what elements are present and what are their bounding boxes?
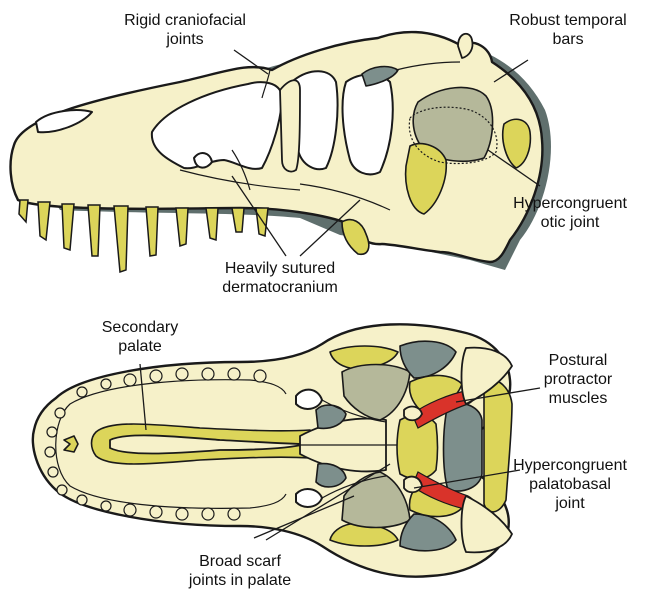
label-line: Heavily sutured [195, 259, 365, 278]
tooth [232, 208, 244, 232]
label-line: Postural [520, 351, 636, 370]
label-line: otic joint [500, 213, 640, 232]
infratemporal-fenestra [343, 75, 393, 175]
tooth [62, 204, 74, 250]
tooth-socket [228, 508, 240, 520]
tooth-socket [77, 387, 87, 397]
tooth [176, 208, 188, 246]
tooth-socket [228, 368, 240, 380]
label-hypercongruent-otic-joint: Hypercongruent otic joint [500, 194, 640, 232]
tooth-socket [176, 368, 188, 380]
tooth-socket [45, 447, 55, 457]
tooth [206, 208, 218, 240]
tooth [88, 205, 100, 256]
tooth-socket [150, 506, 162, 518]
palatal-skull [33, 324, 512, 576]
label-line: Secondary [80, 318, 200, 337]
tooth-socket [101, 501, 111, 511]
label-hypercongruent-palatobasal-joint: Hypercongruent palatobasal joint [500, 456, 640, 513]
label-line: palatobasal [500, 475, 640, 494]
tooth-socket [202, 508, 214, 520]
tooth-socket [124, 504, 136, 516]
label-line: muscles [520, 389, 636, 408]
tooth-socket [176, 508, 188, 520]
tooth-socket [57, 485, 67, 495]
tooth-socket [202, 368, 214, 380]
label-line: Hypercongruent [500, 456, 640, 475]
suborbital-fenestra-upper [296, 390, 322, 409]
label-robust-temporal-bars: Robust temporal bars [498, 11, 638, 49]
tooth-socket [77, 495, 87, 505]
maxillary-fenestra [194, 153, 212, 168]
lacrimal-bar [280, 80, 300, 171]
label-line: joints [110, 30, 260, 49]
tooth-socket [48, 467, 58, 477]
label-heavily-sutured-dermatocranium: Heavily sutured dermatocranium [195, 259, 365, 297]
lateral-skull [11, 32, 551, 272]
tooth-socket [47, 427, 57, 437]
tooth-socket [124, 374, 136, 386]
tooth-socket [101, 379, 111, 389]
tooth [146, 207, 158, 256]
label-line: dermatocranium [195, 278, 365, 297]
label-line: palate [80, 337, 200, 356]
label-line: protractor [520, 370, 636, 389]
label-broad-scarf-joints: Broad scarf joints in palate [165, 552, 315, 590]
label-secondary-palate: Secondary palate [80, 318, 200, 356]
label-line: Broad scarf [165, 552, 315, 571]
label-rigid-craniofacial-joints: Rigid craniofacial joints [110, 11, 260, 49]
label-line: joint [500, 494, 640, 513]
label-line: Robust temporal [498, 11, 638, 30]
label-postural-protractor-muscles: Postural protractor muscles [520, 351, 636, 408]
tooth-socket [55, 408, 65, 418]
tooth-socket [150, 370, 162, 382]
tooth [256, 208, 268, 236]
tooth [38, 202, 50, 240]
suborbital-fenestra-lower [296, 489, 322, 507]
label-line: Hypercongruent [500, 194, 640, 213]
basipterygoid-process [404, 407, 422, 421]
label-line: Rigid craniofacial [110, 11, 260, 30]
tooth [19, 200, 28, 222]
label-line: joints in palate [165, 571, 315, 590]
tooth-socket [254, 370, 266, 382]
palatobasal-process [404, 477, 422, 493]
label-line: bars [498, 30, 638, 49]
tooth [114, 206, 128, 272]
